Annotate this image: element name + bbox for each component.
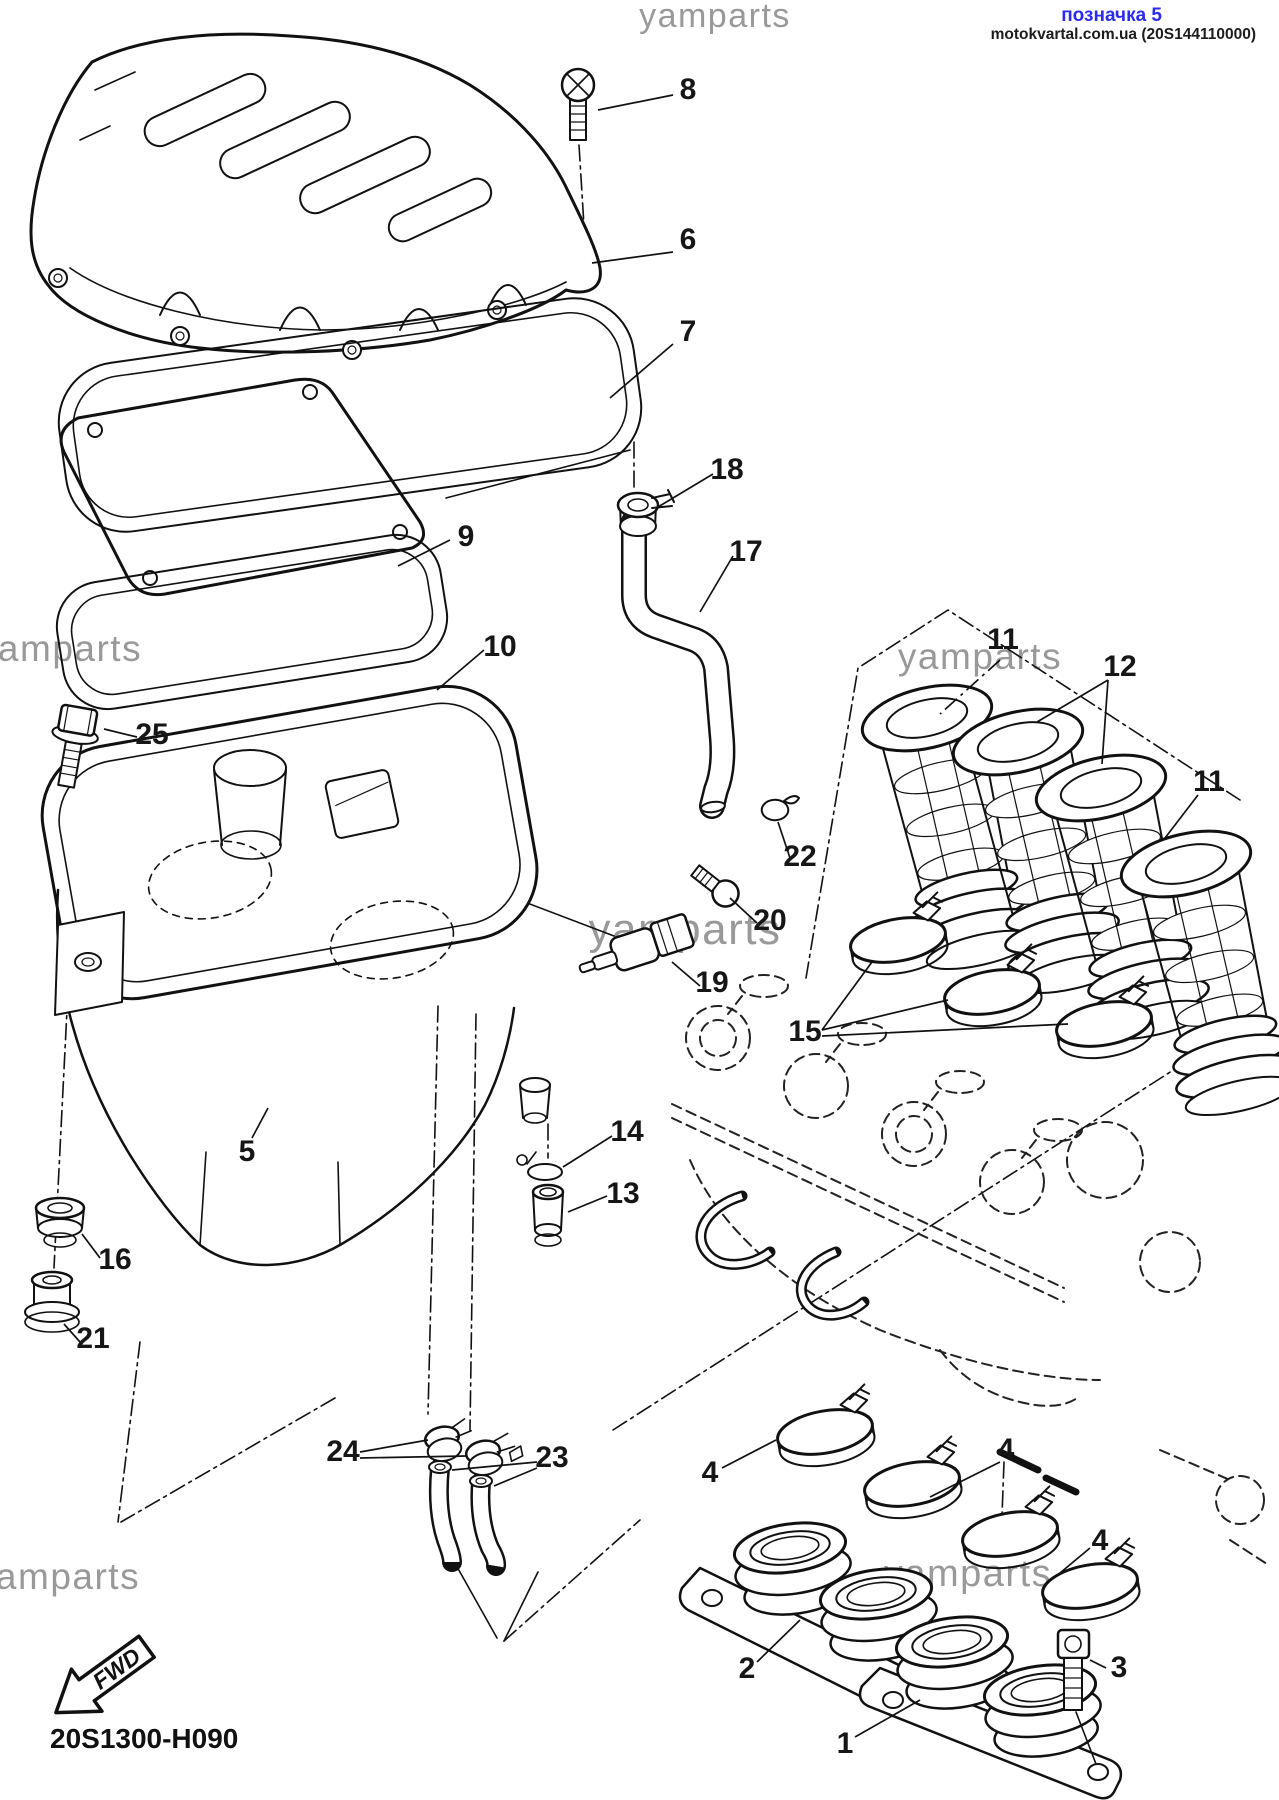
watermark-bottom-left: yamparts <box>0 1556 140 1597</box>
cover-bolts <box>48 268 507 360</box>
leader-lines <box>63 94 1199 1738</box>
callout-17: 17 <box>729 535 762 568</box>
callout-18: 18 <box>710 453 743 486</box>
callout-25: 25 <box>135 718 168 751</box>
part-filter-element <box>59 377 426 597</box>
callout-4a: 4 <box>702 1456 719 1489</box>
callout-16: 16 <box>98 1243 131 1276</box>
throttle-body-ghost <box>671 974 1271 1567</box>
header-site-label: motokvartal.com.ua (20S144110000) <box>991 26 1256 43</box>
fwd-arrow-icon: FWD <box>54 1634 156 1715</box>
callout-14: 14 <box>610 1115 644 1148</box>
callout-20: 20 <box>753 904 786 937</box>
part-air-cleaner-case <box>40 684 551 1267</box>
callout-6: 6 <box>680 223 697 256</box>
part-case-bolt <box>51 703 99 789</box>
callout-15: 15 <box>788 1015 821 1048</box>
part-grommet <box>34 1196 86 1248</box>
callout-11a: 11 <box>987 623 1019 656</box>
callout-23: 23 <box>535 1441 568 1474</box>
callout-12: 12 <box>1103 650 1136 683</box>
part-air-cleaner-cover <box>29 32 602 360</box>
part-collar <box>24 1270 80 1333</box>
callout-11b: 11 <box>1193 765 1225 798</box>
callout-19: 19 <box>695 966 728 999</box>
header: позначка 5 motokvartal.com.ua (20S144110… <box>991 5 1256 43</box>
callout-13: 13 <box>606 1177 639 1210</box>
part-drain-hoses <box>428 1458 507 1576</box>
part-joint-plate-1 <box>858 1608 1123 1800</box>
callout-22: 22 <box>783 840 816 873</box>
part-joint-bolt <box>1056 1628 1097 1765</box>
callout-3: 3 <box>1111 1651 1128 1684</box>
diagram-code: 20S1300-H090 <box>50 1723 238 1754</box>
watermark-top: yamparts <box>639 0 791 35</box>
callout-9: 9 <box>458 520 475 553</box>
callout-8: 8 <box>680 73 697 106</box>
header-mark-label: позначка 5 <box>1061 5 1162 26</box>
callout-7: 7 <box>680 315 697 348</box>
watermark-left: yamparts <box>0 628 142 669</box>
watermark-right: yamparts <box>898 636 1062 677</box>
part-pressure-sensor <box>578 913 695 974</box>
callout-4b: 4 <box>998 1433 1015 1466</box>
part-cover-screw <box>560 67 596 141</box>
footer: FWD 20S1300-H090 <box>50 1634 238 1754</box>
part-drain-tube <box>531 1183 565 1247</box>
callout-24: 24 <box>326 1435 360 1468</box>
watermarks: yamparts yamparts yamparts yamparts yamp… <box>0 0 1062 1597</box>
part-element-gasket <box>55 533 449 711</box>
callout-10: 10 <box>483 630 516 663</box>
part-intake-funnels <box>854 672 1279 1127</box>
callout-numbers: 1 2 3 4 4 4 5 6 7 8 9 10 11 11 12 13 14 … <box>76 73 1225 1760</box>
part-breather-hose-assembly <box>616 489 800 822</box>
callout-4c: 4 <box>1092 1524 1109 1557</box>
callout-2: 2 <box>739 1652 756 1685</box>
callout-1: 1 <box>837 1727 854 1760</box>
callout-21: 21 <box>76 1322 109 1355</box>
callout-5: 5 <box>239 1135 256 1168</box>
part-hose-clamps <box>423 1418 524 1477</box>
part-drain-clip <box>516 1151 563 1181</box>
